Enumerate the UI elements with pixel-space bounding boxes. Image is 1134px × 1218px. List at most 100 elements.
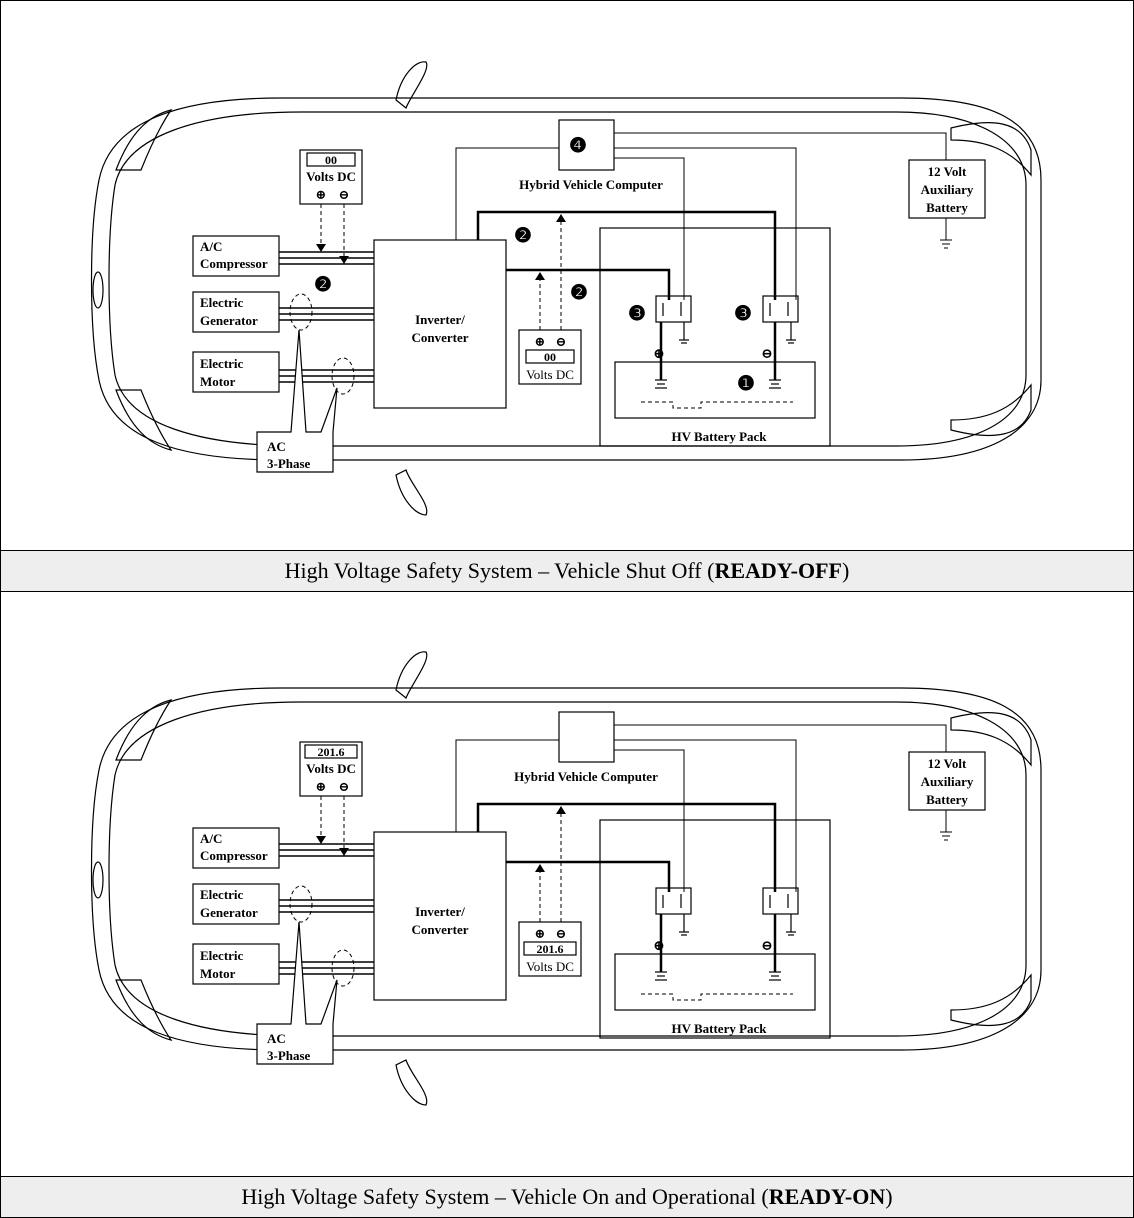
rear-light-top (950, 122, 1032, 177)
battery-pack-label: HV Battery Pack (671, 1021, 767, 1036)
meter-left-box (299, 149, 363, 205)
rear-light-bottom (950, 973, 1032, 1027)
aux-label-2: Auxiliary (921, 774, 974, 789)
meter-center-box (518, 921, 582, 977)
marker-4: ❹ (569, 135, 587, 157)
motor-box (192, 943, 280, 985)
meter-center-unit: Volts DC (526, 367, 574, 382)
generator-label-2: Generator (200, 313, 258, 328)
meter-left-display (306, 152, 356, 167)
car-outline-inner (108, 701, 1027, 1037)
meter-left-plus: ⊕ (316, 187, 327, 202)
generator-label-2: Generator (200, 905, 258, 920)
ac-compressor-box (192, 827, 280, 869)
aux-label-1: 12 Volt (928, 756, 967, 771)
hv-line-negative (476, 210, 777, 300)
meter-center-minus: ⊖ (556, 334, 567, 349)
diagram-ready-on: 201.6 Volts DC ⊕ ⊖ ⊕ ⊖ 201.6 Volts DC A/… (1, 592, 1133, 1182)
diagram-ready-off: 00 Volts DC ⊕ ⊖ ⊕ ⊖ 00 Volts DC A/C Comp… (1, 0, 1133, 550)
hv-battery-cells-box (614, 361, 816, 419)
meter-left-box (299, 741, 363, 797)
front-light-bottom (115, 979, 173, 1041)
front-light-top (115, 109, 173, 171)
inverter-label-1: Inverter/ (415, 312, 465, 327)
mirror-top (395, 651, 428, 699)
meter-left-value: 201.6 (318, 745, 345, 759)
computer-label: Hybrid Vehicle Computer (514, 769, 658, 784)
aux-label-1: 12 Volt (928, 164, 967, 179)
hybrid-vehicle-diagram-ready-off: 00 Volts DC ⊕ ⊖ ⊕ ⊖ 00 Volts DC A/C Comp… (90, 61, 1042, 516)
meter-center-plus: ⊕ (535, 334, 546, 349)
meter-center-box (518, 329, 582, 385)
ac3-callout (256, 921, 338, 1065)
meter-center-minus: ⊖ (556, 926, 567, 941)
meter-center-value: 201.6 (537, 942, 564, 956)
generator-box (192, 883, 280, 925)
ac-compressor-label-1: A/C (200, 831, 222, 846)
hv-battery-pack-box (599, 819, 831, 1039)
rear-light-bottom (950, 383, 1032, 437)
wire-computer-relay1 (614, 157, 685, 300)
motor-box (192, 351, 280, 393)
front-emblem (92, 271, 104, 309)
computer-box (558, 711, 615, 763)
marker-3-b: ❸ (734, 303, 752, 325)
meter-center-value: 00 (544, 350, 556, 364)
aux-label-2: Auxiliary (921, 182, 974, 197)
wire-computer-left (455, 147, 559, 240)
ac-compressor-label-2: Compressor (200, 848, 268, 863)
meter-left-minus: ⊖ (339, 187, 350, 202)
marker-1: ❶ (737, 373, 755, 395)
battery-plus: ⊕ (653, 347, 665, 362)
ac-compressor-box (192, 235, 280, 277)
meter-center-unit: Volts DC (526, 959, 574, 974)
marker-2-b: ❷ (570, 282, 588, 304)
meter-left-value: 00 (325, 153, 337, 167)
motor-label-1: Electric (200, 948, 244, 963)
meter-center-display (525, 349, 575, 364)
battery-minus: ⊖ (761, 939, 773, 954)
aux-label-3: Battery (926, 200, 968, 215)
wire-computer-aux (614, 132, 947, 160)
meter-left-minus: ⊖ (339, 779, 350, 794)
generator-label-1: Electric (200, 887, 244, 902)
hybrid-vehicle-diagram-ready-on: 201.6 Volts DC ⊕ ⊖ ⊕ ⊖ 201.6 Volts DC A/… (90, 651, 1042, 1106)
inverter-box (373, 831, 507, 1001)
inverter-label-2: Converter (411, 330, 468, 345)
hv-battery-cells-box (614, 953, 816, 1011)
mirror-top (395, 61, 428, 109)
marker-3-a: ❸ (628, 303, 646, 325)
ac-compressor-label-2: Compressor (200, 256, 268, 271)
wire-computer-relay2 (614, 147, 797, 300)
ac3-label-2: 3-Phase (267, 1048, 311, 1063)
caption-ready-off: High Voltage Safety System – Vehicle Shu… (1, 550, 1133, 592)
generator-box (192, 291, 280, 333)
motor-label-2: Motor (200, 374, 236, 389)
battery-minus: ⊖ (761, 347, 773, 362)
ac3-callout (256, 329, 338, 473)
meter-left-display (304, 744, 358, 759)
battery-pack-label: HV Battery Pack (671, 429, 767, 444)
inverter-box (373, 239, 507, 409)
motor-label-2: Motor (200, 966, 236, 981)
aux-battery-box (908, 159, 986, 219)
inverter-label-2: Converter (411, 922, 468, 937)
front-light-top (115, 699, 173, 761)
relay-negative (762, 295, 799, 323)
meter-left-plus: ⊕ (316, 779, 327, 794)
inverter-label-1: Inverter/ (415, 904, 465, 919)
marker-2-a: ❷ (514, 225, 532, 247)
computer-box (558, 119, 615, 171)
meter-left-unit: Volts DC (306, 169, 356, 184)
meter-left-unit: Volts DC (306, 761, 356, 776)
mirror-bottom (395, 1059, 428, 1106)
ac3-label-1: AC (267, 1031, 286, 1046)
ac3-label-1: AC (267, 439, 286, 454)
marker-2-c: ❷ (314, 274, 332, 296)
battery-plus: ⊕ (653, 939, 665, 954)
meter-center-plus: ⊕ (535, 926, 546, 941)
aux-battery-box (908, 751, 986, 811)
relay-positive (655, 295, 692, 323)
front-light-bottom (115, 389, 173, 451)
computer-label: Hybrid Vehicle Computer (519, 177, 663, 192)
